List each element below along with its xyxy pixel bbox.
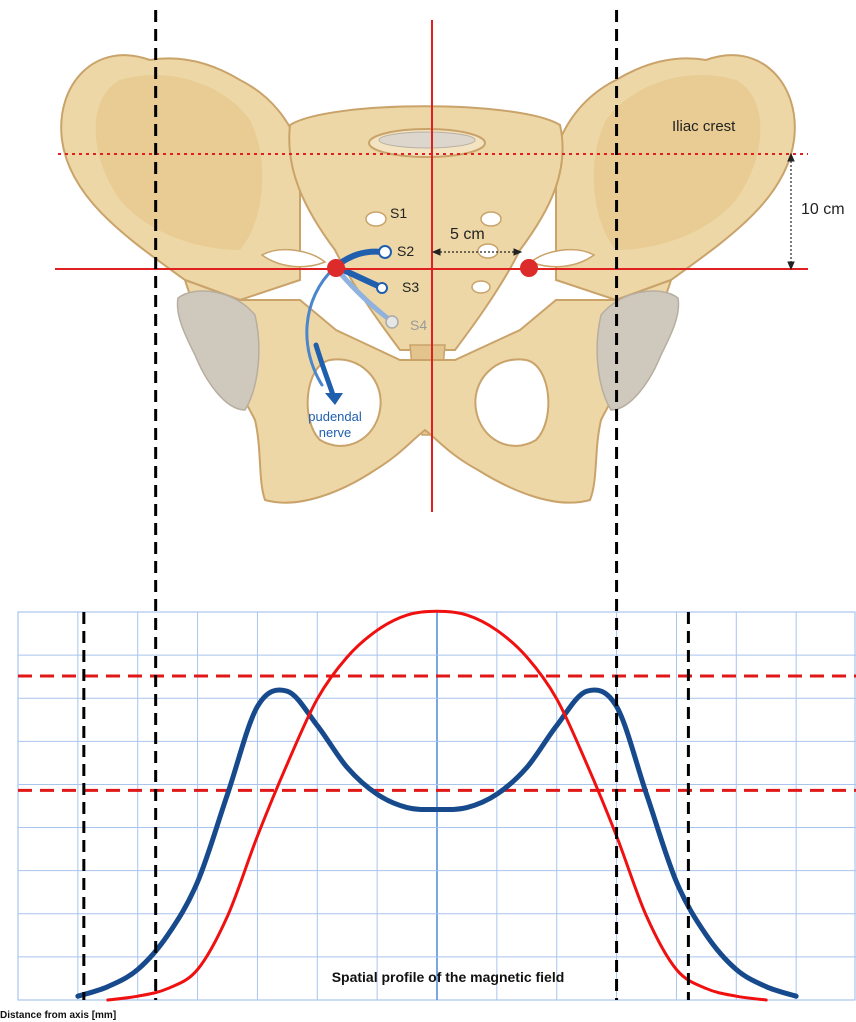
right-obturator-foramen: [475, 359, 548, 446]
foramen-s3-right: [472, 281, 490, 293]
right-acetabulum: [597, 291, 678, 410]
right-coil-center-dot: [520, 259, 538, 277]
magnetic-field-chart: Spatial profile of the magnetic field Di…: [0, 611, 856, 1021]
sacral-disc-top: [379, 132, 475, 148]
distance-10cm-label: 10 cm: [801, 201, 845, 218]
label-s2: S2: [397, 243, 414, 259]
foramen-s3-left: [377, 283, 387, 293]
chart-grid: [18, 612, 856, 1000]
left-coil-center-dot: [327, 259, 345, 277]
iliac-crest-label: Iliac crest: [672, 118, 736, 135]
foramen-s1-right: [481, 212, 501, 226]
foramen-s2-right: [478, 244, 498, 258]
chart-title: Spatial profile of the magnetic field: [332, 969, 565, 985]
x-axis-label: Distance from axis [mm]: [0, 1010, 116, 1021]
label-s4: S4: [410, 317, 427, 333]
foramen-s2-left: [379, 246, 391, 258]
left-acetabulum: [177, 291, 258, 410]
pudendal-nerve-label-line1: pudendal: [308, 409, 362, 424]
distance-5cm-label: 5 cm: [450, 226, 485, 243]
foramen-s1-left: [366, 212, 386, 226]
pudendal-nerve-label-line2: nerve: [319, 425, 352, 440]
foramen-s4-left: [386, 316, 398, 328]
arrowhead-10cm-bottom: [788, 262, 794, 269]
label-s1: S1: [390, 205, 407, 221]
label-s3: S3: [402, 279, 419, 295]
